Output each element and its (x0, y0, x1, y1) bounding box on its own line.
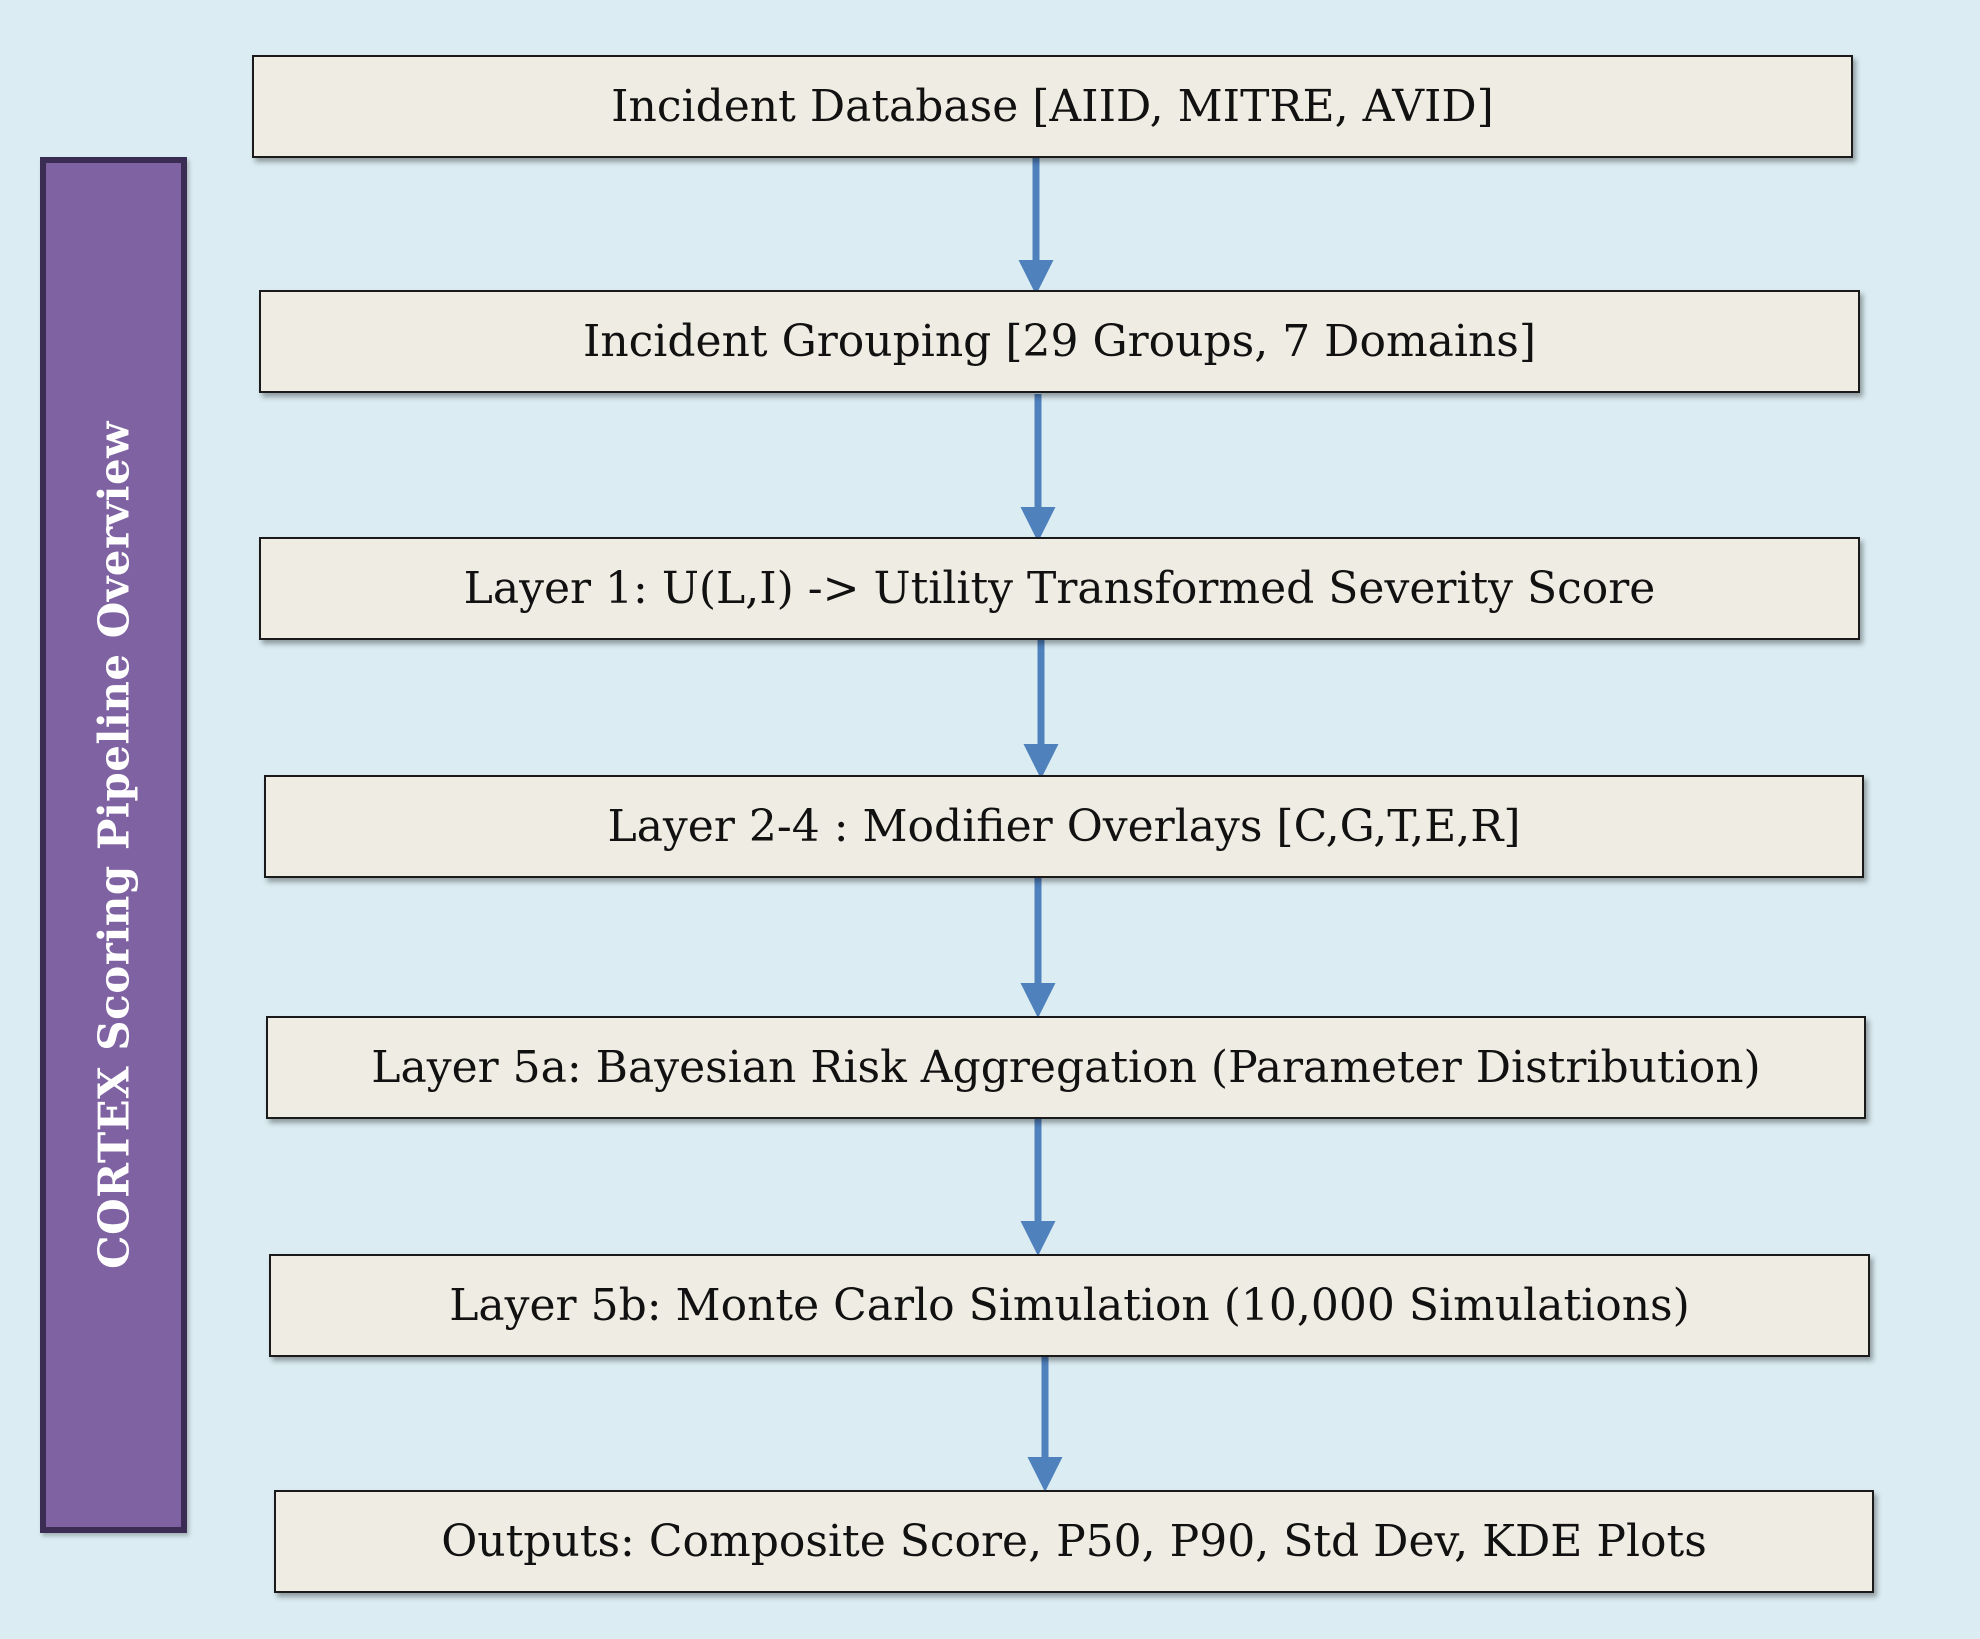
stage-label: Outputs: Composite Score, P50, P90, Std … (441, 1516, 1707, 1567)
stage-label: Layer 5a: Bayesian Risk Aggregation (Par… (371, 1042, 1761, 1093)
stage-label: Incident Database [AIID, MITRE, AVID] (611, 81, 1494, 132)
stage-incident-grouping: Incident Grouping [29 Groups, 7 Domains] (259, 290, 1860, 393)
sidebar-title-banner: CORTEX Scoring Pipeline Overview (40, 157, 187, 1533)
stage-layer-2-4: Layer 2-4 : Modifier Overlays [C,G,T,E,R… (264, 775, 1864, 878)
stage-label: Layer 2-4 : Modifier Overlays [C,G,T,E,R… (607, 801, 1521, 852)
stage-outputs: Outputs: Composite Score, P50, P90, Std … (274, 1490, 1874, 1593)
stage-label: Incident Grouping [29 Groups, 7 Domains] (582, 316, 1537, 367)
stage-layer-1: Layer 1: U(L,I) -> Utility Transformed S… (259, 537, 1860, 640)
stage-label: Layer 1: U(L,I) -> Utility Transformed S… (463, 563, 1656, 614)
stage-layer-5b: Layer 5b: Monte Carlo Simulation (10,000… (269, 1254, 1870, 1357)
stage-layer-5a: Layer 5a: Bayesian Risk Aggregation (Par… (266, 1016, 1866, 1119)
stage-label: Layer 5b: Monte Carlo Simulation (10,000… (449, 1280, 1690, 1331)
stage-incident-database: Incident Database [AIID, MITRE, AVID] (252, 55, 1853, 158)
